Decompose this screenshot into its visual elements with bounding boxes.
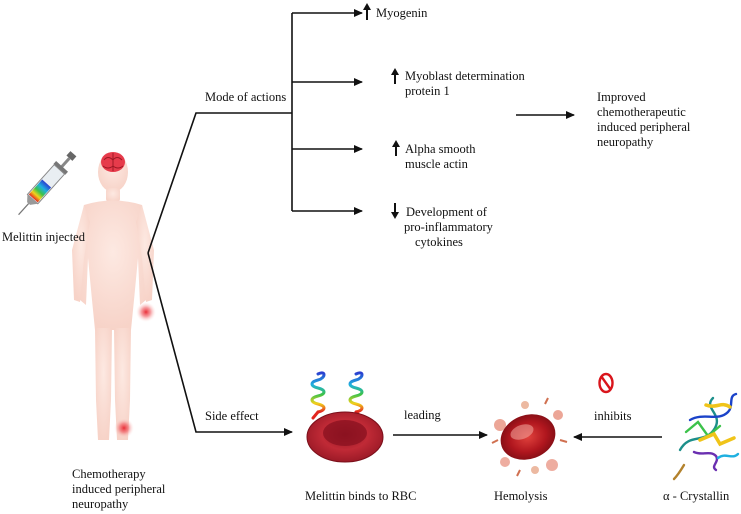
effect-line: Myogenin [376, 6, 428, 20]
inhibits-label: inhibits [594, 409, 632, 423]
outcome-line: chemotherapeutic [597, 105, 686, 119]
effect-alpha-sma: Alpha smooth muscle actin [405, 142, 475, 172]
patient-label-line: induced peripheral [72, 482, 166, 496]
effect-line: Myoblast determination [405, 69, 525, 83]
rbc-binding-label: Melittin binds to RBC [305, 489, 417, 503]
hemolysis-label: Hemolysis [494, 489, 548, 503]
patient-label: Chemotherapy induced peripheral neuropat… [72, 467, 165, 512]
pain-spot-hand [136, 302, 156, 322]
protein-structure-icon [672, 392, 740, 481]
syringe-icon [18, 151, 77, 216]
effect-myod1: Myoblast determination protein 1 [405, 69, 525, 99]
melittin-helix-icon [310, 371, 364, 420]
pain-spot-foot [114, 418, 134, 438]
human-body-figure [72, 152, 154, 440]
up-arrow-icon [391, 68, 399, 84]
no-sign-icon [598, 372, 614, 394]
effect-line: muscle actin [405, 157, 468, 171]
effect-line: Alpha smooth [405, 142, 476, 156]
outcome-line: neuropathy [597, 135, 654, 149]
outcome-label: Improved chemotherapeutic induced periph… [597, 90, 690, 150]
line-to-mode-of-actions [147, 112, 292, 254]
outcome-line: induced peripheral [597, 120, 691, 134]
connector-lines [147, 9, 662, 441]
line-to-side-effect [147, 252, 293, 436]
effect-line: protein 1 [405, 84, 450, 98]
up-arrow-icon [392, 140, 400, 156]
brain-icon [101, 152, 125, 172]
crystallin-label: α - Crystallin [663, 489, 730, 503]
effect-line: pro-inflammatory [404, 220, 493, 234]
effect-line: Development of [406, 205, 487, 219]
melittin-injected-label: Melittin injected [2, 230, 85, 244]
outcome-line: Improved [597, 90, 646, 104]
patient-label-line: Chemotherapy [72, 467, 146, 481]
effect-cytokines: Development of pro-inflammatory cytokine… [404, 205, 493, 250]
down-arrow-icon [391, 203, 399, 219]
rbc-icon [306, 411, 384, 463]
effect-line: cytokines [415, 235, 463, 249]
side-effect-label: Side effect [205, 409, 259, 423]
mode-of-actions-label: Mode of actions [205, 90, 287, 104]
leading-label: leading [404, 408, 441, 422]
hemolysis-icon [491, 397, 568, 477]
effect-myogenin: Myogenin [376, 6, 427, 21]
up-arrow-icon [363, 3, 371, 20]
patient-label-line: neuropathy [72, 497, 129, 511]
